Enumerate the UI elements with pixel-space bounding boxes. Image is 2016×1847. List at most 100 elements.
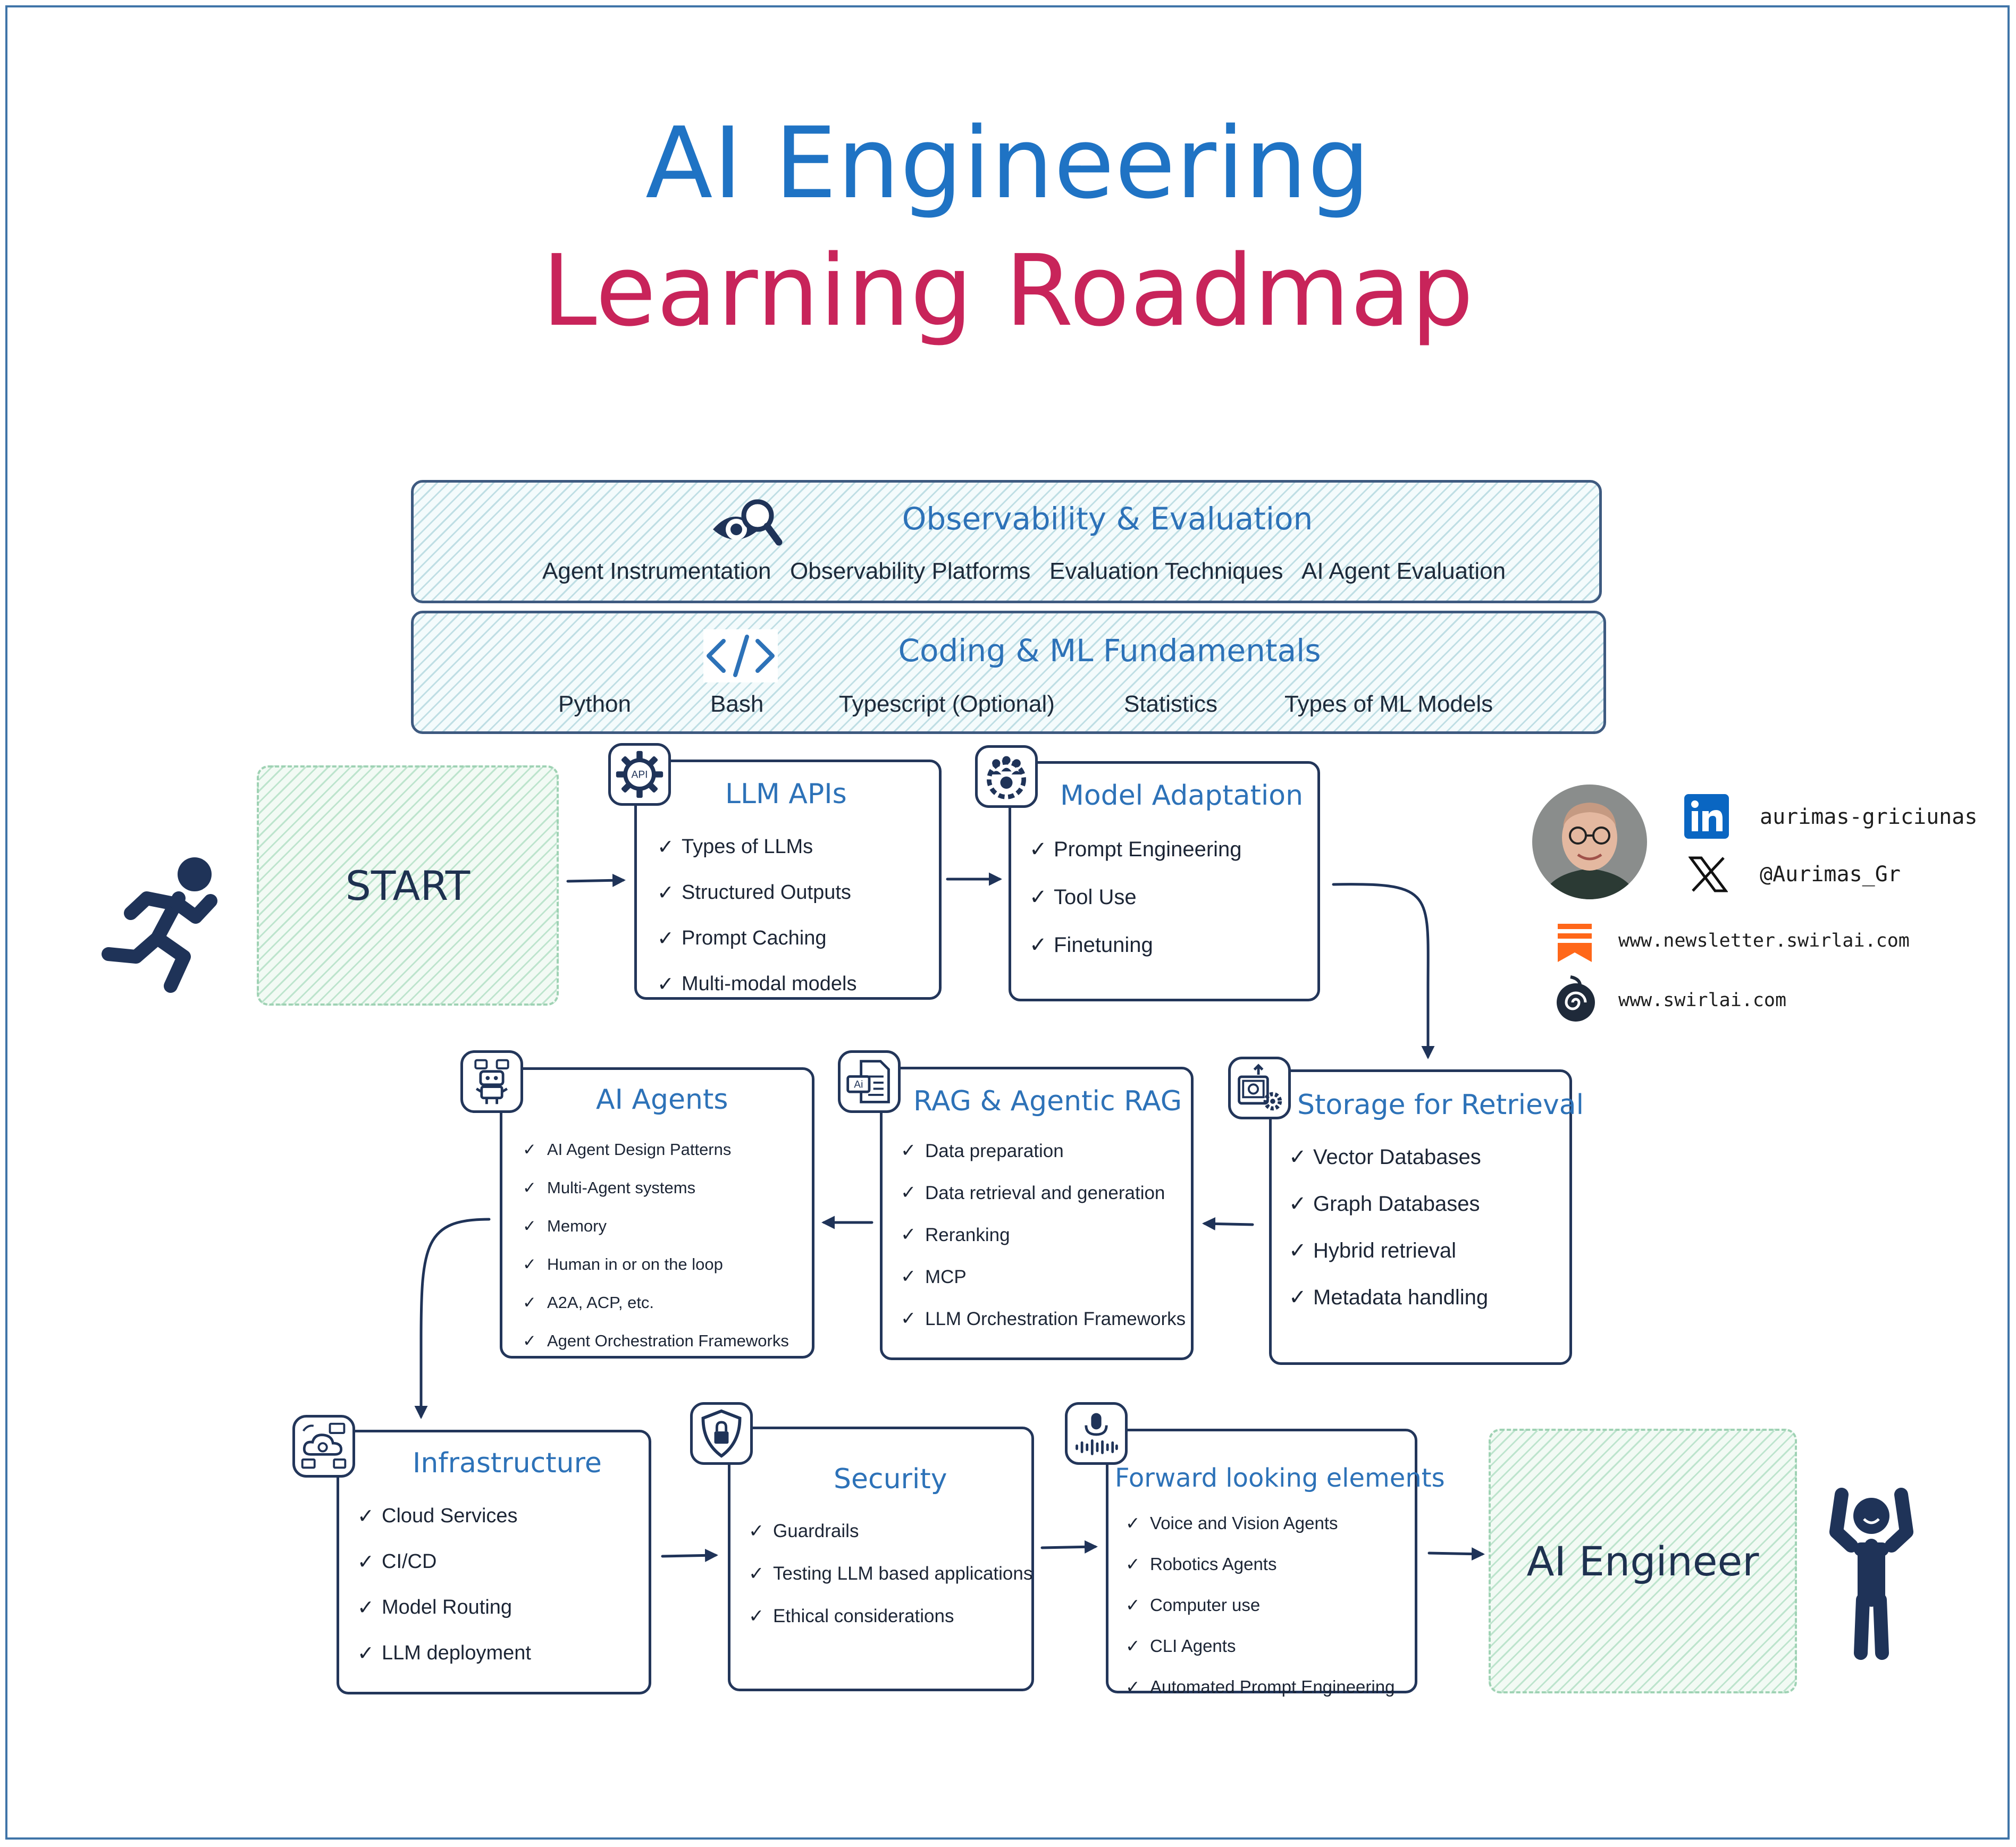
card-item: ✓Voice and Vision Agents [1125,1503,1395,1544]
x-logo-icon [1689,856,1728,892]
check-icon: ✓ [901,1140,917,1161]
card-item: ✓LLM Orchestration Frameworks [901,1298,1186,1340]
ai-engineer-label: AI Engineer [1526,1537,1759,1585]
card-item: ✓A2A, ACP, etc. [523,1284,789,1322]
card-item: ✓Graph Databases [1289,1180,1488,1227]
check-icon: ✓ [523,1331,536,1351]
band-item: Agent Instrumentation [542,558,771,584]
band-title: Observability & Evaluation [902,501,1313,537]
page-subtitle: Learning Roadmap [542,233,1474,348]
ai-engineer-node: AI Engineer [1489,1429,1797,1693]
card-security: Security ✓Guardrails ✓Testing LLM based … [728,1427,1034,1691]
arrow-forward-to-ai-engineer [1427,1547,1485,1561]
band-item: Statistics [1124,691,1218,717]
check-icon: ✓ [749,1606,765,1627]
check-icon: ✓ [357,1641,374,1665]
check-icon: ✓ [1125,1595,1140,1615]
band-item: Types of ML Models [1284,691,1493,717]
eye-magnifier-icon [713,499,783,546]
card-item: ✓Vector Databases [1289,1134,1488,1180]
start-label: START [345,862,471,909]
card-item: ✓Tool Use [1029,873,1242,921]
card-title: Model Adaptation [1060,780,1304,812]
card-item: ✓Structured Outputs [657,870,856,915]
band-item: Python [558,691,631,717]
check-icon: ✓ [523,1140,536,1159]
card-item: ✓Metadata handling [1289,1274,1488,1321]
card-item: ✓AI Agent Design Patterns [523,1131,789,1169]
check-icon: ✓ [1289,1192,1307,1216]
card-item: ✓Hybrid retrieval [1289,1227,1488,1274]
check-icon: ✓ [1125,1554,1140,1574]
card-item: ✓Robotics Agents [1125,1544,1395,1584]
check-icon: ✓ [357,1504,374,1528]
arrow-storage-to-rag [1202,1217,1254,1230]
band-title: Coding & ML Fundamentals [898,632,1321,669]
robot-icon [460,1050,523,1113]
linkedin-handle: aurimas-griciunas [1760,805,1978,829]
card-item: ✓Computer use [1125,1584,1395,1625]
band-observability: Observability & Evaluation Agent Instrum… [411,480,1602,603]
shield-lock-icon [690,1402,753,1465]
card-item: ✓Automated Prompt Engineering [1125,1666,1395,1707]
card-title: Infrastructure [413,1447,602,1479]
card-item: ✓Multi-modal models [657,961,856,1007]
arrow-start-to-llm-apis [566,873,626,887]
card-item: ✓Multi-Agent systems [523,1169,789,1207]
check-icon: ✓ [1029,933,1047,957]
check-icon: ✓ [1289,1285,1307,1310]
arrow-agents-to-infra [414,1218,491,1419]
ai-document-icon: Ai [838,1050,901,1113]
storage-settings-icon [1228,1057,1291,1119]
check-icon: ✓ [357,1596,374,1619]
linkedin-icon [1684,794,1729,839]
check-icon: ✓ [523,1217,536,1236]
celebrating-person-icon [1829,1488,1913,1660]
website-link[interactable]: www.swirlai.com [1618,990,1787,1011]
card-item: ✓Agent Orchestration Frameworks [523,1322,789,1360]
code-brackets-icon [703,629,778,682]
card-model-adaptation: Model Adaptation ✓Prompt Engineering ✓To… [1009,761,1320,1001]
band-item: Typescript (Optional) [839,691,1055,717]
api-gear-icon: API [608,743,671,806]
card-item: ✓Ethical considerations [749,1595,1032,1638]
card-item: ✓Reranking [901,1214,1186,1256]
card-item: ✓MCP [901,1256,1186,1298]
check-icon: ✓ [523,1255,536,1274]
avatar [1532,785,1647,899]
card-title: Forward looking elements [1115,1463,1445,1493]
card-infra: Infrastructure ✓Cloud Services ✓CI/CD ✓M… [337,1430,651,1694]
check-icon: ✓ [1289,1238,1307,1263]
check-icon: ✓ [901,1182,917,1203]
card-item: ✓Data retrieval and generation [901,1172,1186,1214]
substack-icon [1558,924,1592,962]
card-item: ✓Cloud Services [357,1493,531,1539]
card-rag: RAG & Agentic RAG ✓Data preparation ✓Dat… [880,1067,1194,1360]
card-storage: Storage for Retrieval ✓Vector Databases … [1269,1069,1584,1365]
card-item: ✓Human in or on the loop [523,1245,789,1284]
card-item: ✓Memory [523,1207,789,1245]
check-icon: ✓ [901,1308,917,1329]
card-item: ✓Prompt Caching [657,915,856,961]
svg-text:API: API [632,770,648,781]
card-item: ✓Types of LLMs [657,824,856,870]
card-title: LLM APIs [725,778,847,810]
card-item: ✓Finetuning [1029,921,1242,969]
card-item: ✓Model Routing [357,1584,531,1630]
check-icon: ✓ [657,972,674,996]
swirlai-logo-icon [1557,975,1595,1022]
check-icon: ✓ [749,1521,765,1542]
check-icon: ✓ [657,926,674,950]
check-icon: ✓ [901,1224,917,1245]
newsletter-link[interactable]: www.newsletter.swirlai.com [1618,930,1910,951]
card-agents: AI Agents ✓AI Agent Design Patterns ✓Mul… [500,1067,814,1359]
running-person-icon [102,857,217,993]
card-forward: Forward looking elements ✓Voice and Visi… [1106,1429,1445,1697]
band-item: Evaluation Techniques [1049,558,1283,584]
check-icon: ✓ [1029,837,1047,862]
check-icon: ✓ [1029,885,1047,909]
check-icon: ✓ [523,1178,536,1197]
card-item: ✓Guardrails [749,1510,1032,1553]
card-item: ✓Data preparation [901,1130,1186,1172]
